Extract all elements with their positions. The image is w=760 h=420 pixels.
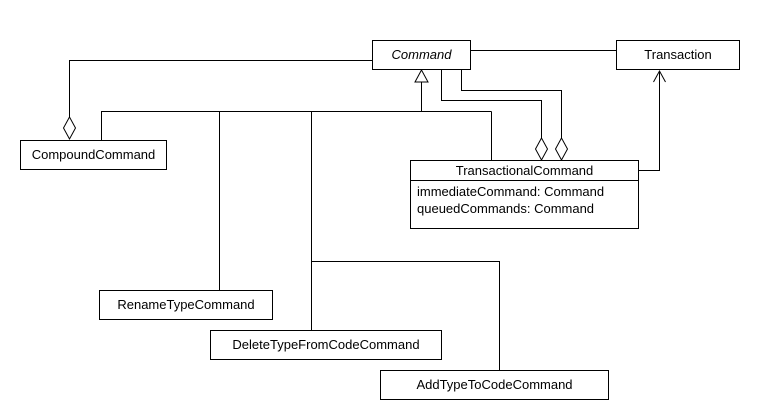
- generalization-arrowhead: [414, 68, 429, 83]
- association-transactional-to-transaction: [639, 69, 666, 171]
- class-name: Command: [391, 47, 452, 62]
- class-compound-command[interactable]: CompoundCommand: [20, 140, 167, 170]
- class-name: Transaction: [644, 47, 712, 62]
- attribute-queued-commands: queuedCommands: Command: [417, 201, 595, 216]
- class-name: CompoundCommand: [31, 147, 156, 162]
- aggregation-diamond: [534, 136, 549, 162]
- aggregation-compound-command: [62, 60, 372, 141]
- class-transactional-command[interactable]: TransactionalCommand immediateCommand: C…: [410, 160, 639, 229]
- attribute-compartment: immediateCommand: Command queuedCommands…: [411, 181, 638, 217]
- class-add-type-to-code-command[interactable]: AddTypeToCodeCommand: [380, 370, 609, 400]
- aggregation-diamond: [62, 115, 77, 141]
- class-delete-type-from-code-command[interactable]: DeleteTypeFromCodeCommand: [210, 330, 442, 360]
- aggregation-diamond: [554, 136, 569, 162]
- attribute-immediate-command: immediateCommand: Command: [417, 184, 605, 199]
- class-transaction[interactable]: Transaction: [616, 40, 740, 70]
- class-rename-type-command[interactable]: RenameTypeCommand: [99, 290, 273, 320]
- class-name: DeleteTypeFromCodeCommand: [232, 337, 420, 352]
- open-arrowhead: [653, 69, 666, 83]
- class-name: RenameTypeCommand: [117, 297, 255, 312]
- aggregation-transactional-command: [441, 70, 569, 162]
- class-command[interactable]: Command: [372, 40, 471, 70]
- generalization-edges: [101, 68, 500, 370]
- inheritance-branch-add: [311, 261, 500, 370]
- aggregation-transaction: [471, 43, 640, 58]
- class-name: TransactionalCommand: [411, 161, 638, 181]
- class-name: AddTypeToCodeCommand: [416, 377, 573, 392]
